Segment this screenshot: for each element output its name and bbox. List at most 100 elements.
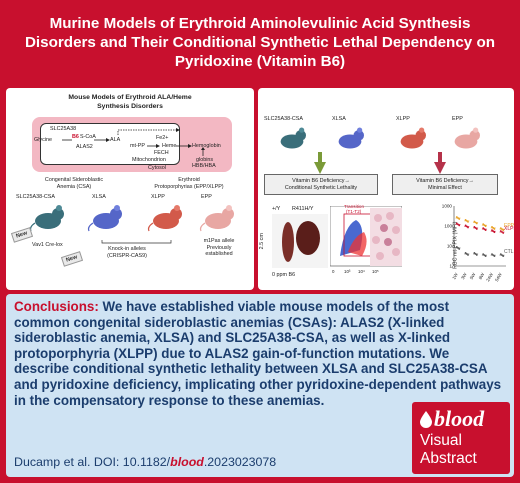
m1pas-label-line3: established bbox=[205, 251, 233, 257]
spleen-photo-image bbox=[272, 214, 328, 268]
b6-lethality-line2: Conditional Synthetic Lethality bbox=[284, 184, 358, 191]
b6-lethality-box: Vitamin B6 Deficiency→ Conditional Synth… bbox=[264, 174, 378, 195]
down-arrow-left-icon bbox=[314, 162, 326, 174]
flow-gate-label-line2: (T1-T2) bbox=[346, 209, 362, 214]
citation-journal: blood bbox=[170, 455, 204, 469]
blood-drop-icon bbox=[420, 411, 432, 428]
chart-point bbox=[458, 218, 461, 220]
hemoglobin-label: Hemoglobin bbox=[192, 143, 221, 149]
mouse-label-epp: EPP bbox=[201, 194, 212, 200]
conclusions-body: We have established viable mouse models … bbox=[14, 299, 502, 408]
epp-group-line1: Erythroid bbox=[178, 177, 200, 183]
chart-point bbox=[473, 252, 476, 254]
flow-x-tick: 10⁵ bbox=[372, 269, 379, 274]
fe2-label: Fe2+ bbox=[156, 135, 169, 141]
logo-visual-abstract: Visual Abstract bbox=[420, 432, 477, 468]
citation: Ducamp et al. DOI: 10.1182/blood.2023023… bbox=[14, 455, 276, 469]
chart-point bbox=[491, 253, 493, 256]
mouse-slc25a38-csa-icon bbox=[29, 205, 64, 232]
knockin-label-line2: (CRISPR-CAS9) bbox=[107, 252, 147, 259]
chart-point bbox=[455, 216, 458, 218]
chart-point bbox=[464, 252, 467, 254]
chart-point bbox=[458, 224, 461, 227]
b6-lethality-line1: Vitamin B6 Deficiency→ bbox=[292, 178, 350, 184]
b6-ppm-label: 0 ppm B6 bbox=[272, 272, 296, 278]
chart-x-tick-label: 3W bbox=[460, 271, 468, 280]
right-mouse-xlsa-icon bbox=[338, 127, 364, 149]
flow-cytometry-plot bbox=[330, 206, 402, 267]
mouse-xlsa-icon bbox=[87, 205, 122, 232]
chart-point bbox=[491, 229, 493, 232]
flow-gate-label-line1: Transition bbox=[344, 204, 364, 209]
blood-visual-abstract-logo: blood Visual Abstract bbox=[412, 402, 510, 474]
m1pas-label-line2: Previously bbox=[206, 244, 232, 251]
genotype-mut-label: R411H/Y bbox=[292, 206, 314, 212]
chart-y-tick-label: 1 bbox=[449, 264, 452, 269]
down-arrow-shaft-right bbox=[438, 152, 442, 162]
alas2-label: ALAS2 bbox=[76, 144, 93, 150]
chart-point bbox=[484, 255, 487, 258]
glycine-label: Glycine bbox=[34, 137, 52, 143]
left-panel-title-line1: Mouse Models of Erythroid ALA/Heme bbox=[68, 94, 192, 101]
knockin-label-line1: Knock-in alleles bbox=[108, 246, 146, 252]
rbc-mtppix-chart: 10001001011W3W5W8W24W54WEPPXLPPCTL bbox=[442, 204, 514, 283]
right-mouse-xlpp-icon bbox=[400, 127, 426, 149]
chart-point bbox=[502, 229, 505, 231]
chart-point bbox=[475, 254, 478, 256]
mitochondrion-label: Mitochondrion bbox=[132, 157, 166, 163]
chart-point bbox=[502, 255, 505, 258]
chart-point bbox=[464, 218, 467, 221]
chart-point bbox=[455, 246, 458, 248]
chart-point bbox=[467, 220, 469, 223]
right-figure-panel: SLC25A38-CSA XLSA XLPP EPP Vitamin B6 De… bbox=[258, 88, 514, 290]
csa-group-line1: Congenital Sideroblastic bbox=[44, 177, 104, 183]
chart-legend-label: XLPP bbox=[504, 226, 514, 232]
chart-point bbox=[493, 255, 496, 258]
mouse-xlpp-icon bbox=[147, 205, 182, 232]
chart-point bbox=[467, 254, 469, 256]
chart-point bbox=[499, 227, 502, 229]
conclusions-text: Conclusions: We have established viable … bbox=[14, 299, 504, 408]
flow-x-tick: 0 bbox=[332, 269, 335, 274]
mouse-label-xlsa: XLSA bbox=[92, 194, 106, 200]
chart-x-tick-label: 24W bbox=[485, 271, 494, 282]
down-arrow-shaft-left bbox=[318, 152, 322, 162]
right-mouse-label-epp: EPP bbox=[452, 116, 463, 122]
chart-y-tick-label: 1000 bbox=[442, 204, 453, 209]
pathway-arrows bbox=[62, 128, 205, 156]
fech-label: FECH bbox=[154, 150, 169, 156]
hbb-hba-label: HBB/HBA bbox=[192, 163, 216, 169]
chart-y-tick-label: 10 bbox=[447, 244, 453, 249]
slc25a38-label: SLC25A38 bbox=[50, 126, 77, 132]
right-mouse-label-slc25a38-csa: SLC25A38-CSA bbox=[264, 116, 303, 122]
chart-point bbox=[502, 232, 505, 234]
mouse-epp-icon bbox=[199, 205, 234, 232]
b6-minimal-box: Vitamin B6 Deficiency→ Minimal Effect bbox=[392, 174, 498, 195]
csa-group-line2: Anemia (CSA) bbox=[56, 183, 92, 190]
chart-point bbox=[499, 253, 502, 256]
left-figure-panel: Mouse Models of Erythroid ALA/Heme Synth… bbox=[6, 88, 254, 290]
chart-point bbox=[484, 225, 487, 228]
chart-x-tick-label: 8W bbox=[478, 271, 486, 280]
chart-point bbox=[455, 222, 458, 225]
chart-legend-label: EPP bbox=[504, 223, 514, 229]
chart-x-tick-label: 5W bbox=[469, 271, 477, 280]
chart-legend-label: CTL bbox=[504, 249, 514, 255]
right-mouse-label-xlsa: XLSA bbox=[332, 116, 346, 122]
page-title: Murine Models of Erythroid Aminolevulini… bbox=[24, 14, 496, 70]
s-coa-label: S-CoA bbox=[80, 134, 96, 140]
logo-word: blood bbox=[434, 406, 485, 431]
b6-label: B6 bbox=[72, 134, 79, 140]
genotype-wt-label: +/Y bbox=[272, 206, 281, 212]
chart-point bbox=[482, 223, 485, 226]
chart-x-tick-label: 54W bbox=[494, 271, 503, 282]
flow-x-tick: 10³ bbox=[344, 269, 351, 274]
chart-y-tick-label: 100 bbox=[444, 224, 452, 229]
cytosol-label: Cytosol bbox=[148, 165, 166, 171]
flow-x-tick: 10⁴ bbox=[358, 269, 365, 274]
chart-point bbox=[493, 228, 496, 230]
epp-group-line2: Protoporphyrias (EPP/XLPP) bbox=[154, 183, 224, 190]
knockin-bracket bbox=[101, 240, 172, 244]
vav1-cre-lox-label: Vav1 Cre-lox bbox=[32, 242, 63, 248]
chart-point bbox=[482, 227, 485, 229]
